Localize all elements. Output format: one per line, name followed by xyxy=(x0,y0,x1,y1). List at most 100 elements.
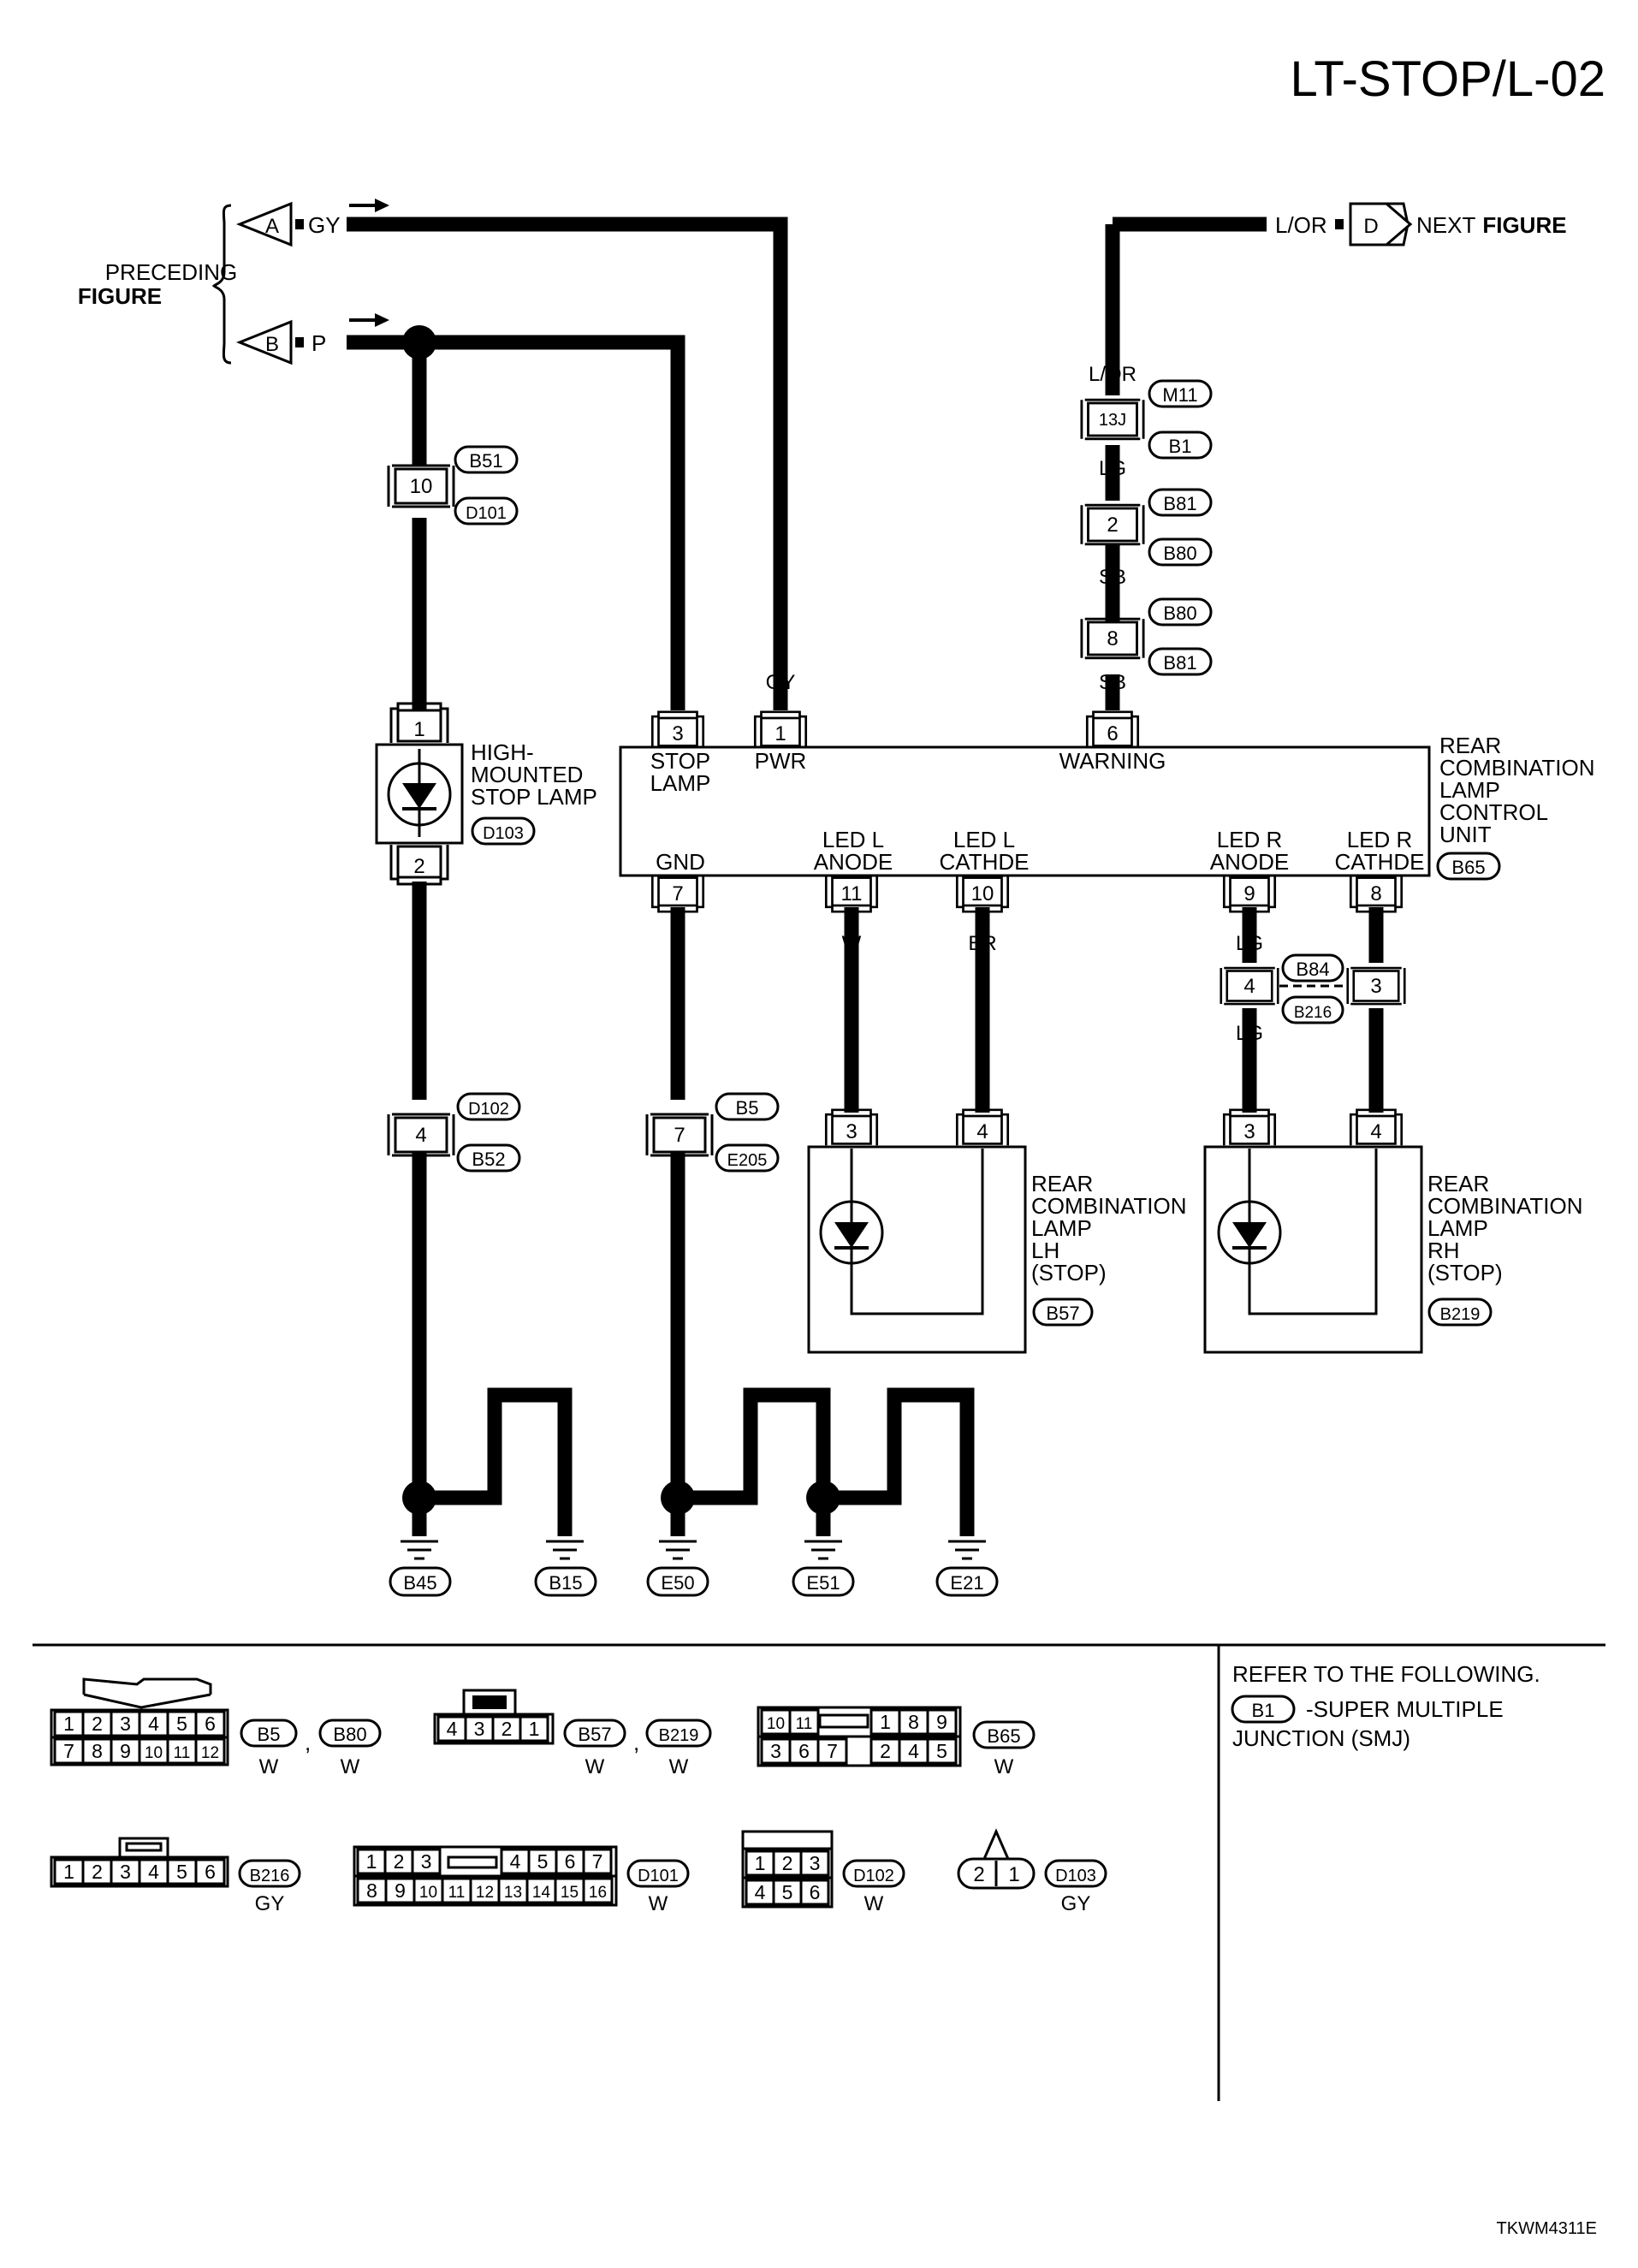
hmsl-label-2: MOUNTED xyxy=(471,762,583,787)
connector-b51: B51 xyxy=(469,450,502,472)
legend-pin: 8 xyxy=(908,1711,919,1733)
wire-color-b: B xyxy=(960,1437,974,1460)
led-r-cathde-label: LED R xyxy=(1347,827,1413,852)
lamp-lh-label-3: LAMP xyxy=(1031,1215,1092,1241)
legend-cell xyxy=(519,1715,549,1743)
connector-m11: M11 xyxy=(1162,384,1197,406)
lamp-lh-label-1: REAR xyxy=(1031,1171,1093,1196)
lamp-rh-label-4: RH xyxy=(1427,1238,1460,1263)
led-l-anode-label: LED L xyxy=(822,827,884,852)
legend-cell xyxy=(81,1737,113,1765)
wire-color-b: B xyxy=(412,1437,426,1460)
wire-color-w: W xyxy=(842,932,862,955)
wire-color-b: B xyxy=(412,1167,426,1190)
wire-color-b: B xyxy=(671,1073,685,1096)
wire-color-y: Y xyxy=(1369,932,1383,955)
legend-pin: 8 xyxy=(92,1740,103,1762)
legend-pin: 9 xyxy=(936,1711,947,1733)
legend-latch xyxy=(818,1713,869,1729)
legend-cell xyxy=(81,1710,113,1737)
legend-color: W xyxy=(994,1755,1014,1778)
splice xyxy=(402,1481,436,1515)
legend-color: W xyxy=(669,1755,689,1778)
legend-pin: 6 xyxy=(798,1740,810,1762)
legend-pin: 3 xyxy=(770,1740,781,1762)
legend-pin: 5 xyxy=(782,1881,793,1903)
wire-color-b: B xyxy=(744,1437,757,1460)
hmsl-label-1: HIGH- xyxy=(471,739,534,765)
legend-cell xyxy=(816,1737,848,1765)
led-r-anode-label: LED R xyxy=(1217,827,1283,852)
splice xyxy=(402,325,436,359)
connector-label xyxy=(454,496,519,525)
pwr-terminal-label: PWR xyxy=(755,748,807,774)
lamp-rh-label-5: (STOP) xyxy=(1427,1260,1503,1285)
pin-4: 4 xyxy=(1370,1120,1381,1143)
grounds: B B B B B B B B B45 B15 E50 E51 E21 xyxy=(389,1437,999,1597)
legend-pin: 5 xyxy=(537,1850,549,1873)
legend-cell xyxy=(138,1737,169,1765)
pin-7: 7 xyxy=(672,882,683,905)
legend-cell xyxy=(554,1877,585,1904)
legend-cell xyxy=(745,1879,775,1906)
pin-11: 11 xyxy=(841,882,863,905)
legend-color: W xyxy=(649,1892,668,1915)
legend-pin: 1 xyxy=(880,1711,891,1733)
legend-pin: 7 xyxy=(592,1850,603,1873)
pin-4: 4 xyxy=(1243,975,1255,998)
legend-cell xyxy=(869,1708,901,1736)
wire-color-p: P xyxy=(412,671,426,694)
legend-pin: 2 xyxy=(394,1850,405,1873)
wire-color-p: P xyxy=(671,671,685,694)
wire-color-lor: L/OR xyxy=(1089,363,1137,386)
wire-color-b: B xyxy=(887,1437,901,1460)
legend-cell xyxy=(166,1737,198,1765)
gnd-terminal-label: GND xyxy=(656,849,705,875)
legend-cell xyxy=(869,1737,901,1765)
connector-arrow-b xyxy=(235,319,293,365)
legend-pin: 3 xyxy=(421,1850,432,1873)
legend-pin: 9 xyxy=(395,1879,406,1902)
legend-cell xyxy=(898,1708,929,1736)
legend-pin: 2 xyxy=(501,1718,513,1740)
legend-pin: 4 xyxy=(908,1740,919,1762)
pin-3: 3 xyxy=(672,722,683,745)
legend-cell xyxy=(194,1737,226,1765)
wire-color-b: B xyxy=(558,1437,572,1460)
pin-6: 6 xyxy=(1107,722,1118,745)
pin-2: 2 xyxy=(413,855,424,878)
legend-color: W xyxy=(864,1892,884,1915)
legend-pin: 1 xyxy=(63,1713,74,1735)
refer-note: REFER TO THE FOLLOWING. B1 -SUPER MULTIP… xyxy=(1231,1661,1540,1751)
legend-pin: 14 xyxy=(532,1884,551,1902)
wire-color-b: P xyxy=(312,330,326,356)
legend-pin: 12 xyxy=(201,1744,219,1762)
legend-cell xyxy=(166,1858,198,1885)
legend-pin: 2 xyxy=(92,1861,103,1883)
rear-combination-lamp-control-unit: P 3 GY 1 SB 6 STOP LAMP PWR WARNING GND … xyxy=(619,671,1595,913)
legend-pin: 6 xyxy=(565,1850,576,1873)
pin-13j: 13J xyxy=(1099,411,1126,430)
legend-cell xyxy=(194,1858,226,1885)
connector-letter-b: B xyxy=(265,333,279,356)
legend-pin: 7 xyxy=(63,1740,74,1762)
legend-code: D103 xyxy=(1055,1867,1096,1885)
wire-color-lg: LG xyxy=(1236,1022,1263,1045)
legend-pin: 13 xyxy=(504,1884,522,1902)
led-l-cathde-label: LED L xyxy=(953,827,1015,852)
connector-letter-d: D xyxy=(1363,215,1378,238)
wire-color-b: B xyxy=(412,1073,426,1096)
refer-line-2: -SUPER MULTIPLE xyxy=(1306,1696,1504,1722)
diagram-code: TKWM4311E xyxy=(1497,2219,1597,2238)
legend-cell xyxy=(799,1879,830,1906)
legend-pin: 4 xyxy=(148,1861,159,1883)
legend-code: B219 xyxy=(659,1726,699,1745)
pin-3: 3 xyxy=(1370,975,1381,998)
control-unit-label-4: CONTROL xyxy=(1439,799,1548,825)
stop-lamp-terminal-label-2: LAMP xyxy=(650,770,711,796)
legend-color: GY xyxy=(1061,1892,1091,1915)
legend-cell xyxy=(926,1708,958,1736)
